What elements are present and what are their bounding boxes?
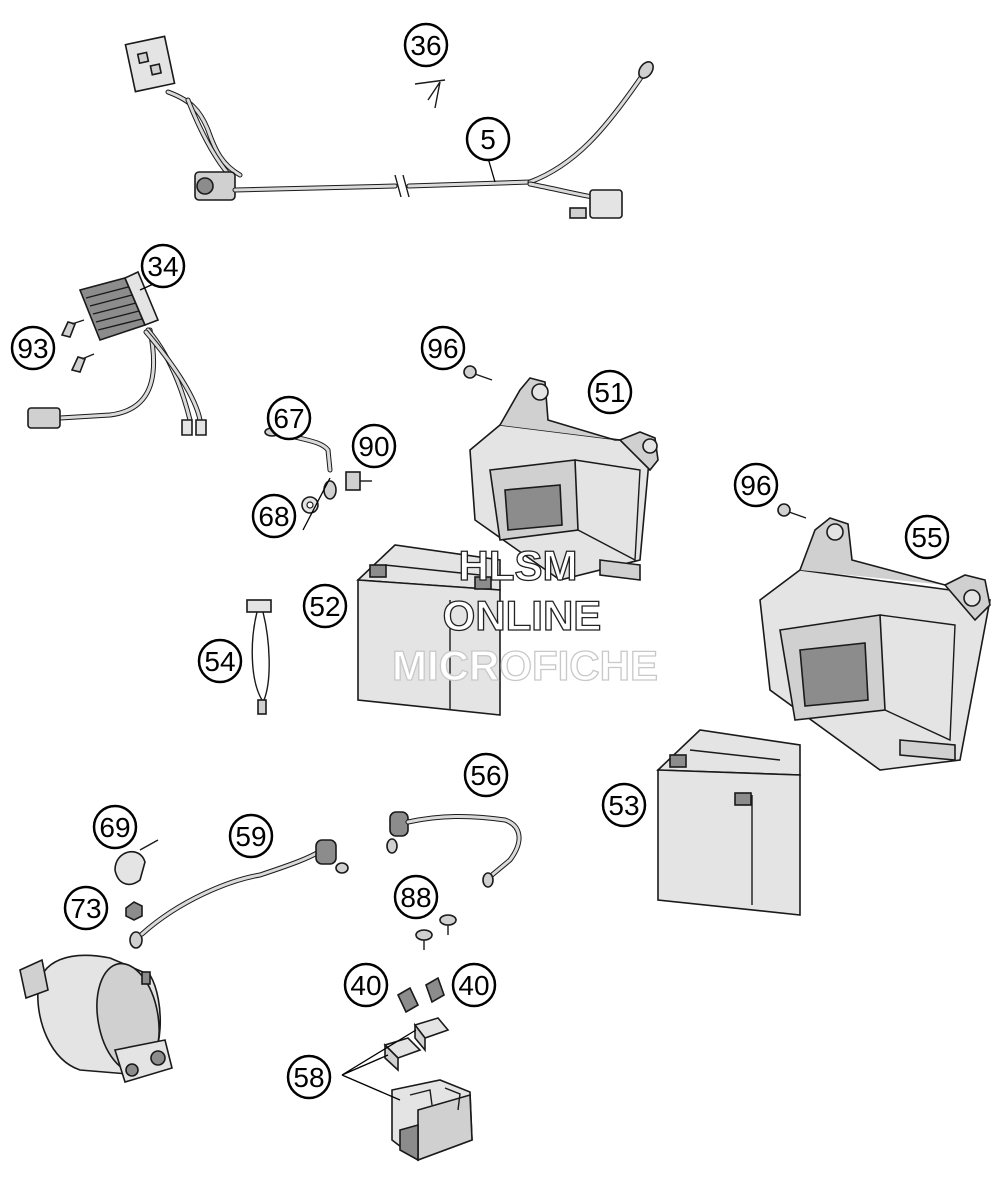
screws-88[interactable] — [415, 914, 457, 950]
callout-5[interactable]: 5 — [465, 116, 511, 162]
callout-67[interactable]: 67 — [266, 395, 312, 441]
callout-90[interactable]: 90 — [351, 423, 397, 469]
battery-holder-55[interactable] — [759, 517, 991, 771]
nut-73[interactable] — [125, 901, 143, 921]
callout-88[interactable]: 88 — [393, 874, 439, 920]
svg-text:69: 69 — [99, 812, 130, 843]
leader-lines — [139, 157, 496, 1101]
screw-90[interactable] — [345, 471, 372, 491]
callout-34[interactable]: 34 — [140, 243, 186, 289]
callout-73[interactable]: 73 — [63, 885, 109, 931]
svg-text:40: 40 — [458, 970, 489, 1001]
battery-53[interactable] — [656, 729, 801, 916]
callout-56[interactable]: 56 — [463, 752, 509, 798]
svg-text:5: 5 — [480, 124, 496, 155]
svg-text:54: 54 — [204, 646, 235, 677]
svg-text:36: 36 — [410, 30, 441, 61]
svg-text:40: 40 — [350, 970, 381, 1001]
voltage-regulator[interactable] — [27, 270, 207, 436]
callout-53[interactable]: 53 — [601, 782, 647, 828]
watermark-line-2: ONLINE — [443, 592, 602, 639]
vent-tube-54[interactable] — [246, 599, 272, 715]
svg-text:34: 34 — [147, 251, 178, 282]
starter-motor[interactable] — [19, 954, 173, 1083]
callout-96-upper[interactable]: 96 — [420, 325, 466, 371]
callout-40-right[interactable]: 40 — [451, 962, 497, 1008]
starter-cable-59[interactable] — [129, 839, 349, 949]
svg-text:53: 53 — [608, 790, 639, 821]
watermark: HLSM ONLINE MICROFICHE — [391, 541, 658, 689]
svg-text:51: 51 — [594, 377, 625, 408]
battery-cable-56[interactable] — [386, 811, 522, 888]
callout-69[interactable]: 69 — [92, 804, 138, 850]
svg-text:96: 96 — [740, 470, 771, 501]
callout-59[interactable]: 59 — [228, 813, 274, 859]
fuses-40[interactable] — [396, 976, 445, 1014]
watermark-line-1: HLSM — [459, 542, 578, 589]
svg-text:67: 67 — [273, 403, 304, 434]
callout-55[interactable]: 55 — [904, 514, 950, 560]
terminal-cap-69[interactable] — [114, 839, 159, 886]
callouts: 36 5 34 93 96 51 67 90 68 96 55 52 54 56… — [10, 22, 950, 1100]
callout-52[interactable]: 52 — [302, 583, 348, 629]
battery-holder-51[interactable] — [469, 377, 659, 581]
watermark-line-3: MICROFICHE — [392, 642, 658, 689]
callout-40-left[interactable]: 40 — [343, 962, 389, 1008]
svg-text:68: 68 — [258, 501, 289, 532]
svg-text:90: 90 — [358, 431, 389, 462]
svg-text:73: 73 — [70, 893, 101, 924]
screw-96-right[interactable] — [777, 503, 807, 519]
callout-51[interactable]: 51 — [587, 369, 633, 415]
battery-52[interactable] — [356, 544, 501, 716]
svg-text:93: 93 — [17, 333, 48, 364]
svg-text:55: 55 — [911, 522, 942, 553]
svg-text:88: 88 — [400, 882, 431, 913]
svg-text:96: 96 — [427, 333, 458, 364]
cable-tie[interactable] — [370, 64, 446, 132]
callout-68[interactable]: 68 — [251, 493, 297, 539]
screws-93[interactable] — [60, 319, 95, 373]
callout-58[interactable]: 58 — [286, 1054, 332, 1100]
callout-96-right[interactable]: 96 — [733, 462, 779, 508]
svg-text:56: 56 — [470, 760, 501, 791]
screw-96-upper[interactable] — [463, 365, 493, 381]
svg-text:58: 58 — [293, 1062, 324, 1093]
relay-58[interactable] — [383, 1017, 473, 1162]
svg-text:59: 59 — [235, 821, 266, 852]
callout-36[interactable]: 36 — [403, 22, 449, 68]
callout-93[interactable]: 93 — [10, 325, 56, 371]
callout-54[interactable]: 54 — [197, 638, 243, 684]
svg-text:52: 52 — [309, 591, 340, 622]
wiring-harness[interactable] — [124, 35, 656, 219]
